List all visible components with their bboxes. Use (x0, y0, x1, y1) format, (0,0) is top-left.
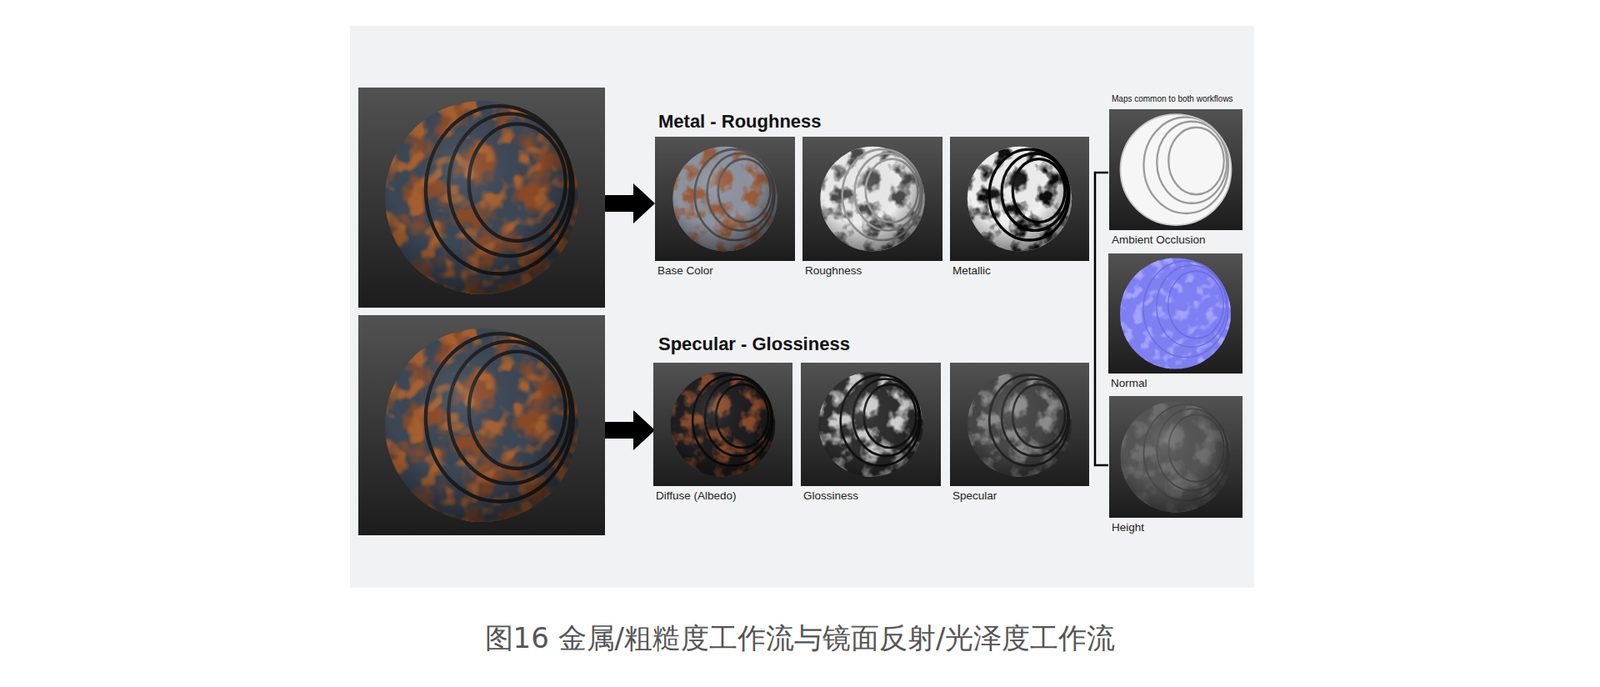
ao-sphere (1120, 114, 1232, 225)
specular-sphere (967, 371, 1072, 476)
map-name: Diffuse (Albedo) (655, 489, 737, 503)
workflow-heading: Metal - Roughness (658, 110, 822, 133)
glossiness-sphere (818, 371, 923, 476)
group-note: Maps common to both workflows (1111, 94, 1234, 105)
workflow-heading: Specular - Glossiness (658, 333, 850, 355)
map-tile-bg (950, 362, 1090, 486)
map-tile-bg (1108, 253, 1243, 374)
height-sphere (1120, 401, 1232, 513)
render-tile (358, 315, 605, 535)
map-name: Ambient Occlusion (1111, 233, 1206, 247)
map-tile-bg (802, 136, 943, 261)
map-tile: Specular (950, 362, 1090, 486)
map-tile-bg (653, 362, 793, 486)
map-tile: Ambient Occlusion (1109, 109, 1243, 230)
diffuse-sphere (670, 371, 775, 476)
map-tile: Height (1109, 395, 1243, 518)
map-tile: Metallic (950, 136, 1090, 261)
figure-caption: 图16 金属/粗糙度工作流与镜面反射/光泽度工作流 (0, 619, 1600, 656)
map-name: Metallic (952, 264, 991, 278)
map-tile-bg (1109, 395, 1243, 518)
rust-sphere (385, 328, 579, 522)
base-color-sphere (672, 146, 777, 251)
map-name: Base Color (657, 264, 714, 278)
block-arrow (605, 183, 655, 224)
map-name: Roughness (805, 264, 862, 278)
rust-sphere (385, 100, 579, 295)
bracket (1095, 172, 1109, 465)
panel (350, 25, 1255, 588)
map-tile-bg (655, 136, 795, 261)
normal-sphere (1120, 258, 1231, 370)
map-tile: Base Color (655, 136, 795, 261)
map-tile: Glossiness (800, 362, 941, 486)
map-tile: Roughness (802, 136, 943, 261)
map-name: Height (1111, 520, 1145, 535)
map-name: Normal (1110, 376, 1148, 390)
roughness-sphere (820, 146, 925, 251)
metallic-sphere (967, 146, 1072, 251)
render-tile (358, 87, 605, 308)
map-tile-bg (1109, 109, 1243, 230)
map-tile-bg (800, 362, 941, 486)
map-tile-bg (950, 136, 1090, 261)
map-name: Specular (952, 489, 997, 503)
map-tile: Diffuse (Albedo) (653, 362, 793, 486)
block-arrow (605, 410, 655, 450)
map-name: Glossiness (803, 489, 859, 503)
map-tile: Normal (1108, 253, 1243, 374)
